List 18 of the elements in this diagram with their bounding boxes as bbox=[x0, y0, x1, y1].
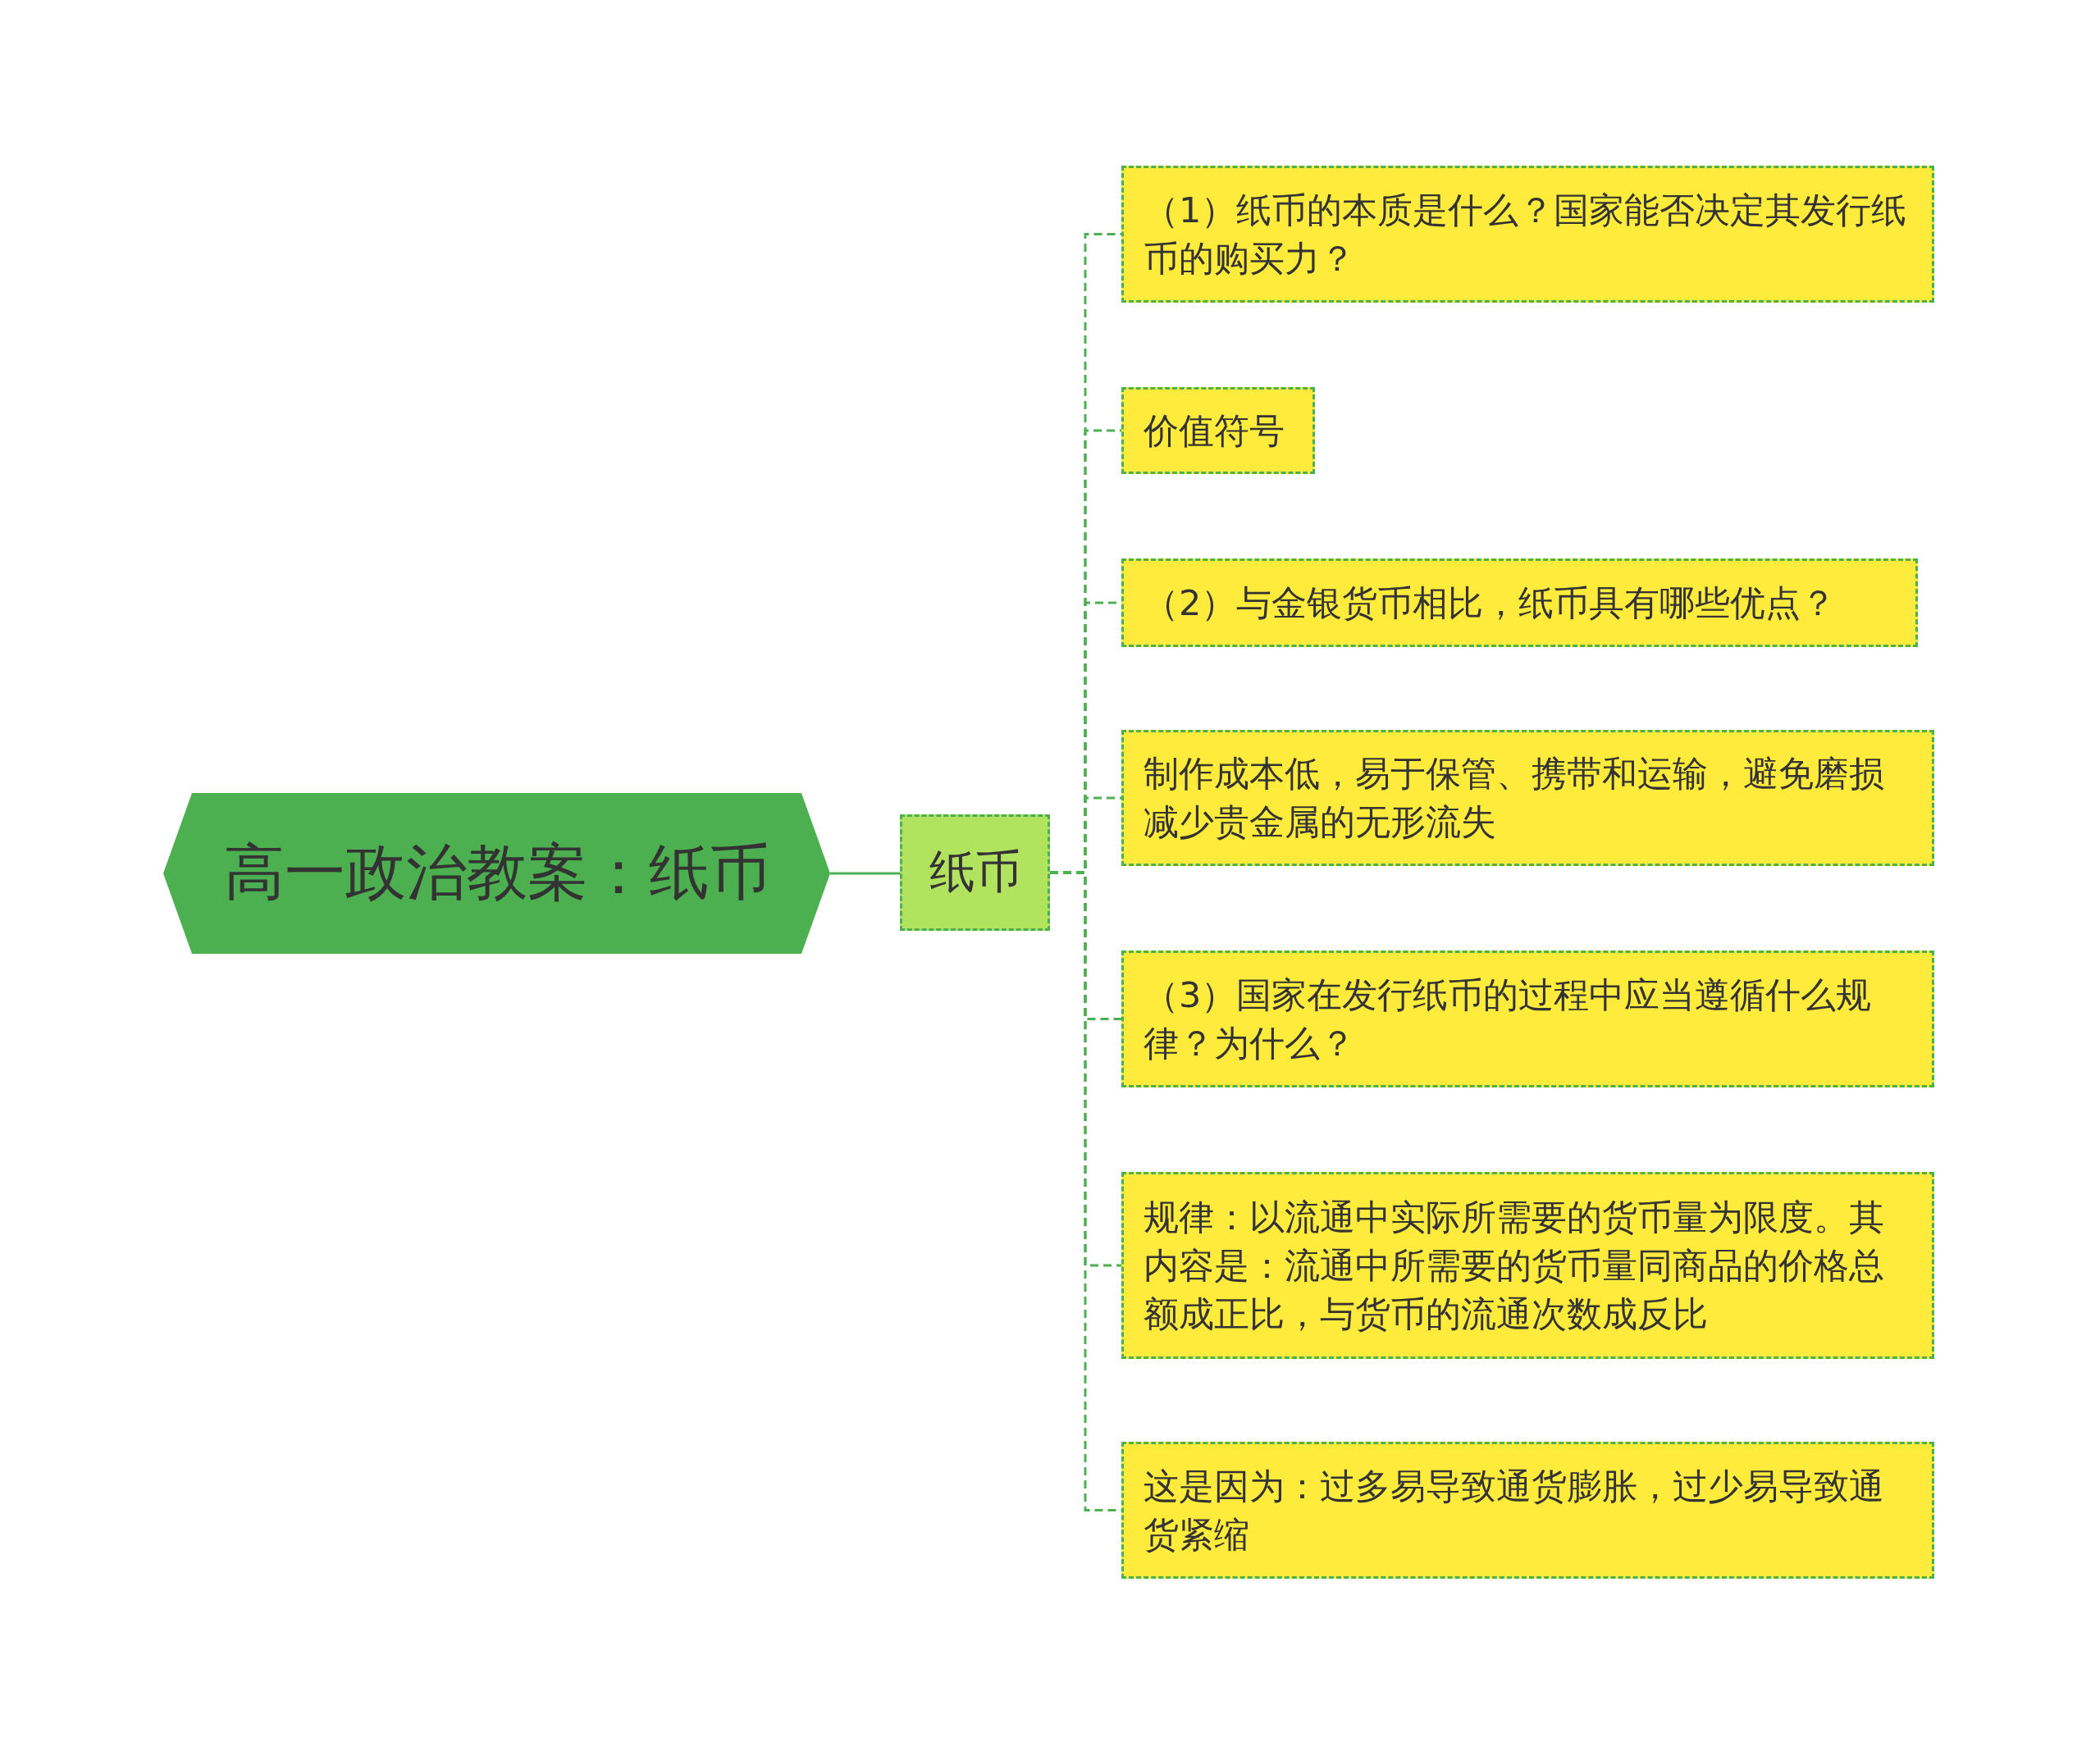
note-box bbox=[1121, 730, 1934, 866]
note-box bbox=[1121, 558, 1918, 647]
connector-line bbox=[830, 872, 900, 875]
node-text: （3）国家在发行纸币的过程中应当遵循什么规律？为什么？ bbox=[1144, 973, 1873, 1065]
note-box bbox=[1121, 387, 1315, 474]
note-box bbox=[1121, 1442, 1934, 1579]
node-text: 纸币 bbox=[929, 844, 1021, 900]
note-box bbox=[1121, 950, 1934, 1087]
node-text: 这是因为：过多易导致通货膨胀，过少易导致通货紧缩 bbox=[1144, 1464, 1885, 1557]
node-text: （2）与金银货币相比，纸币具有哪些优点？ bbox=[1144, 581, 1837, 625]
title-text: 高一政治教案：纸币 bbox=[223, 836, 770, 909]
node-text: （1）纸币的本质是什么？国家能否决定其发行纸币的购买力？ bbox=[1144, 188, 1908, 280]
note-box bbox=[1121, 1172, 1934, 1359]
node-text: 规律：以流通中实际所需要的货币量为限度。其内容是：流通中所需要的货币量同商品的价格总额成正比，与货币的流通次数成反比 bbox=[1144, 1195, 1885, 1336]
note-box bbox=[1121, 166, 1934, 303]
node-text: 制作成本低，易于保管、携带和运输，避免磨损减少贵金属的无形流失 bbox=[1144, 752, 1885, 844]
node-text: 价值符号 bbox=[1144, 408, 1285, 453]
topic-box bbox=[900, 814, 1050, 931]
